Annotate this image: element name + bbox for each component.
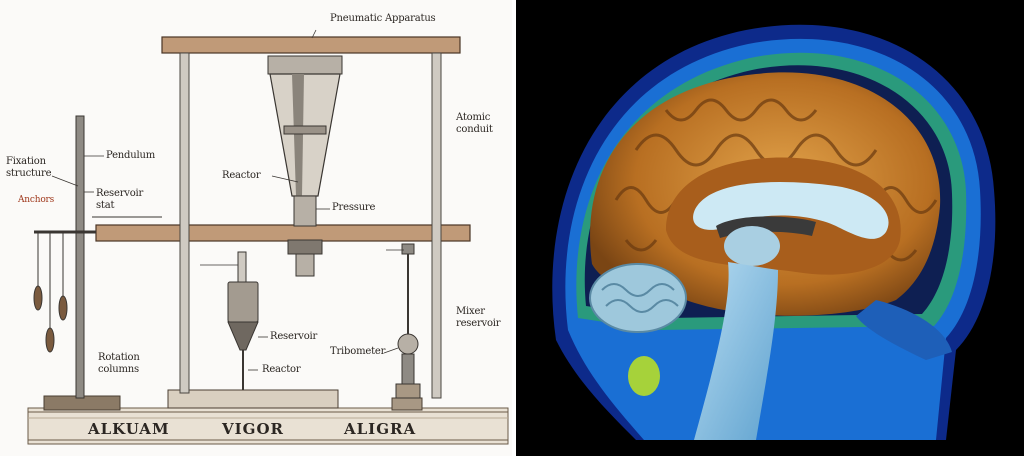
apparatus-drawing — [27, 29, 509, 445]
base-label-2: VIGOR — [222, 420, 284, 438]
brain-mri-drawing — [552, 24, 996, 440]
brain-mri-image — [516, 0, 1024, 456]
label-tribometer: Tribometer — [330, 346, 386, 357]
label-rotation-columns: Rotation columns — [98, 352, 140, 375]
cerebellum — [589, 263, 687, 333]
apparatus-diagram: Pneumatic Apparatus Fixation structure A… — [6, 13, 509, 445]
label-reservoir-stat: Reservoir stat — [96, 188, 144, 211]
label-fixation: Fixation structure — [6, 156, 52, 179]
label-reactor: Reactor — [262, 364, 301, 375]
label-atomic-conduit: Atomic conduit — [456, 112, 493, 135]
label-anchors: Anchors — [18, 195, 55, 205]
label-pendulum: Pendulum — [106, 150, 156, 161]
label-reactor-top: Reactor — [222, 170, 261, 181]
diagram-title: Pneumatic Apparatus — [330, 13, 436, 24]
base-label-1: ALKUAM — [88, 420, 170, 438]
label-reservoir: Reservoir — [270, 331, 318, 342]
label-pressure: Pressure — [332, 202, 376, 213]
label-mixer-reservoir: Mixer reservoir — [456, 306, 501, 329]
base-label-3: ALIGRA — [344, 420, 417, 438]
